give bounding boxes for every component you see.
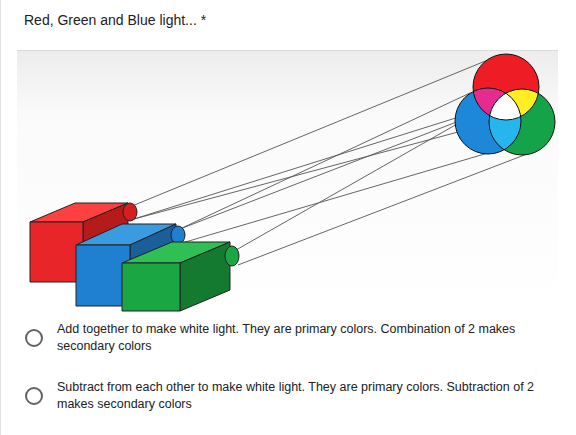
radio-button xyxy=(26,330,42,346)
question-title: Red, Green and Blue light... * xyxy=(24,11,206,29)
light-beams xyxy=(132,55,527,265)
green-projector xyxy=(122,242,239,311)
option-text: Add together to make white light. They a… xyxy=(57,321,547,355)
color-circles xyxy=(455,54,555,155)
image-ground xyxy=(17,50,558,312)
card-edge xyxy=(0,0,1,435)
image-top-edge xyxy=(17,50,558,51)
option-text: Subtract from each other to make white l… xyxy=(57,379,547,413)
radio-button xyxy=(26,388,42,404)
